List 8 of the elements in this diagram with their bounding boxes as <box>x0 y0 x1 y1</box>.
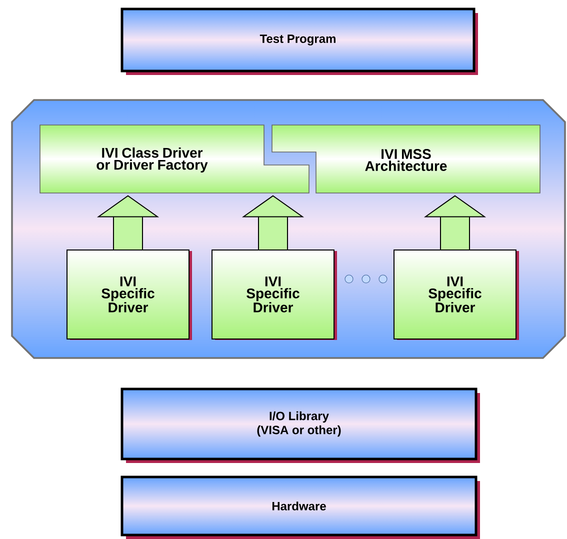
driver-box: IVI Specific Driver <box>394 250 519 340</box>
layer-box: Test Program <box>120 8 478 75</box>
class-driver-box: IVI Class Driver or Driver Factory <box>40 124 310 194</box>
architecture-box: IVI MSS Architecture <box>272 124 540 194</box>
layer-box: I/O Library (VISA or other) <box>120 388 480 463</box>
driver-box: IVI Specific Driver <box>212 250 337 340</box>
layer-box: Hardware <box>120 476 480 539</box>
driver-box: IVI Specific Driver <box>66 250 192 340</box>
